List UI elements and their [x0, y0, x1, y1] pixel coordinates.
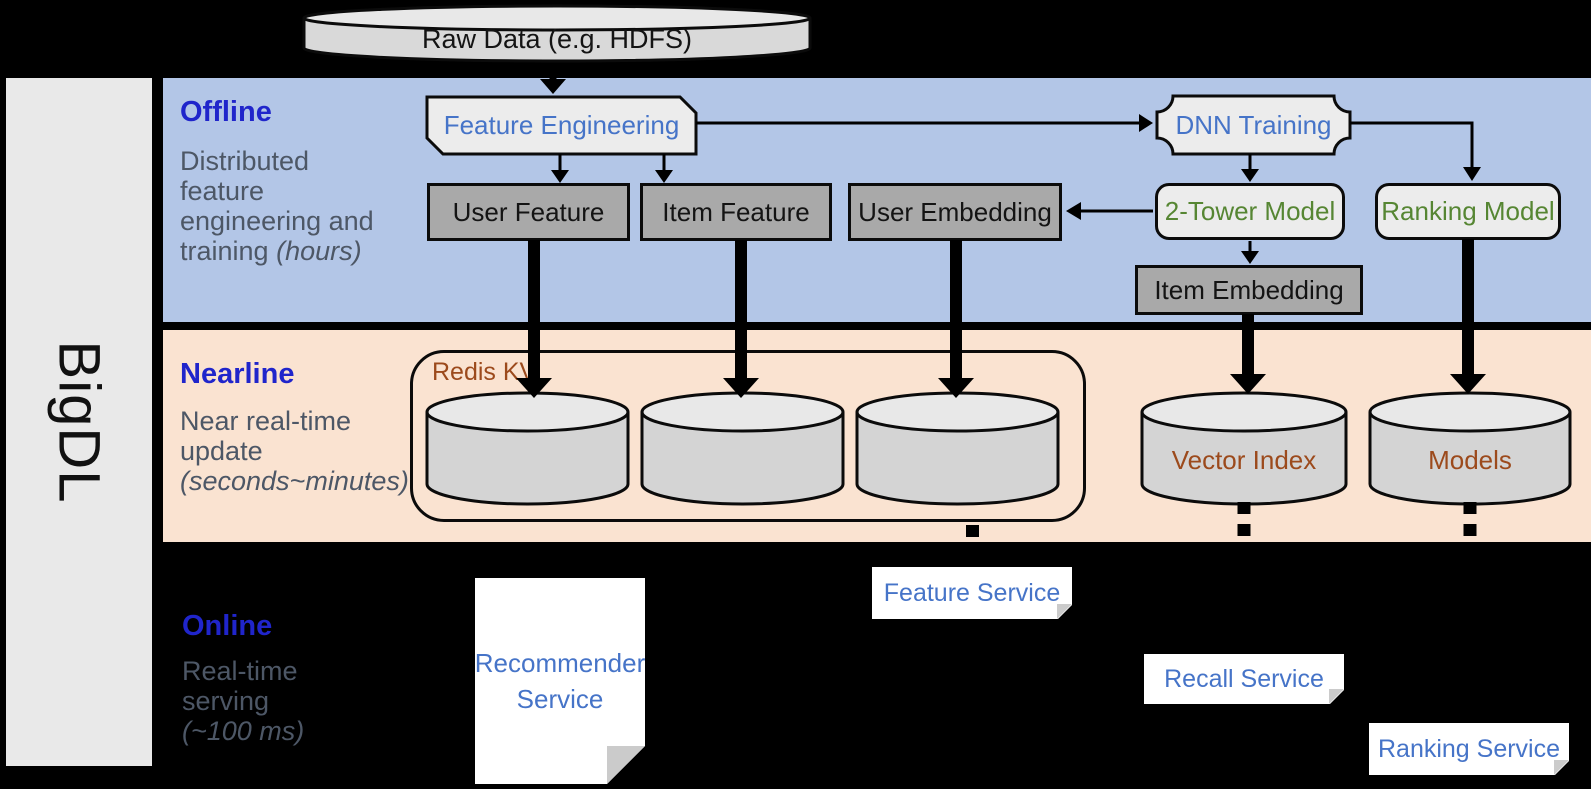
dnn-training-node: DNN Training: [1155, 94, 1352, 156]
two-tower-model-node: 2-Tower Model: [1155, 183, 1345, 240]
snip-rectangle-shape: [425, 95, 698, 156]
offline-section-title: Offline: [180, 96, 272, 128]
online-section-title: Online: [182, 610, 273, 642]
models-store: Models: [1368, 390, 1572, 508]
raw-data-label: Raw Data (e.g. HDFS): [421, 23, 693, 54]
item-embedding-node: Item Embedding: [1135, 265, 1363, 315]
user-embedding-node: User Embedding: [848, 183, 1062, 241]
dnn-training-label: DNN Training: [1175, 109, 1332, 140]
redis-shard-cylinder-2: [640, 390, 845, 508]
nearline-section-title: Nearline: [180, 358, 295, 390]
database-cylinder-icon: [855, 391, 1060, 506]
redis-kv-container: [410, 350, 1086, 522]
redis-shard-cylinder-3: [855, 390, 1060, 508]
database-cylinder-icon: [302, 4, 812, 63]
feature-service-label: Feature Service: [883, 579, 1061, 607]
database-cylinder-icon: [640, 391, 845, 506]
database-cylinder-icon: [425, 391, 630, 506]
vector-index-label: Vector Index: [1171, 444, 1317, 475]
recommender-service-label: Recommender Service: [474, 648, 646, 714]
bigdl-sidebar: BigDL: [6, 78, 152, 766]
database-cylinder-icon: [1140, 391, 1348, 506]
recall-service-label: Recall Service: [1164, 665, 1324, 693]
online-section-description: Real-time serving (~100 ms): [182, 656, 305, 746]
plaque-shape: [1155, 94, 1352, 156]
item-feature-node: Item Feature: [640, 183, 832, 241]
redis-shard-cylinder-1: [425, 390, 630, 508]
ranking-service-label: Ranking Service: [1377, 735, 1561, 763]
recommender-service-node: Recommender Service: [474, 578, 646, 785]
bigdl-logo-text: BigDL: [46, 340, 112, 504]
vector-index-store: Vector Index: [1140, 390, 1348, 508]
ranking-service-node: Ranking Service: [1369, 723, 1570, 776]
raw-data-store: Raw Data (e.g. HDFS): [302, 3, 812, 65]
offline-section-description: Distributed feature engineering and trai…: [180, 146, 374, 266]
feature-service-node: Feature Service: [872, 567, 1073, 620]
nearline-section-description: Near real-time update (seconds~minutes): [180, 406, 409, 496]
ranking-model-node: Ranking Model: [1375, 183, 1561, 240]
models-label: Models: [1428, 444, 1512, 475]
feature-engineering-node: Feature Engineering: [425, 95, 698, 156]
feature-engineering-label: Feature Engineering: [443, 110, 680, 140]
recall-service-node: Recall Service: [1144, 654, 1345, 705]
redis-kv-label: Redis KV: [432, 358, 537, 386]
user-feature-node: User Feature: [427, 183, 630, 241]
